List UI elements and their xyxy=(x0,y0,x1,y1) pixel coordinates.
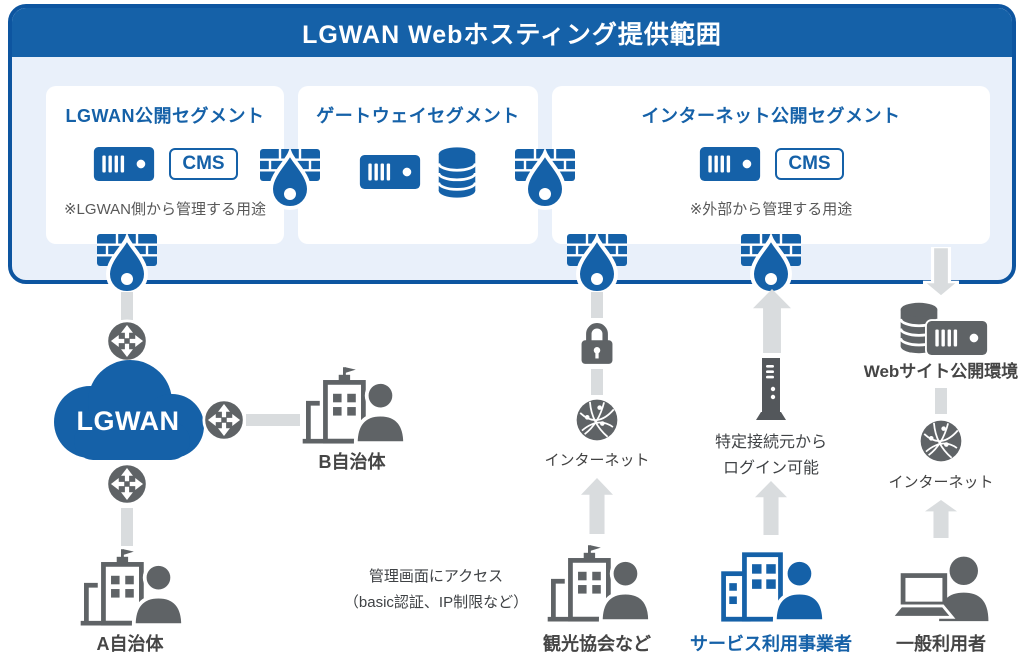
internet-globe-icon xyxy=(574,397,620,443)
connector-line xyxy=(121,508,133,546)
admin-access-line2: （basic認証、IP制限など） xyxy=(343,594,529,611)
arrow-down-icon xyxy=(923,247,959,297)
connector-line xyxy=(121,292,133,320)
panel-title: LGWAN Webホスティング提供範囲 xyxy=(302,20,722,49)
router-icon xyxy=(105,462,149,506)
connector-line xyxy=(246,414,300,426)
segment-icons xyxy=(358,152,479,192)
router-icon xyxy=(202,398,246,442)
firewall-icon xyxy=(741,234,801,296)
segment-icons: CMS xyxy=(92,144,238,184)
arrow-up-icon xyxy=(925,500,957,538)
panel-header: LGWAN Webホスティング提供範囲 xyxy=(12,8,1012,57)
general-user-label: 一般利用者 xyxy=(896,634,986,654)
segment-lgwan-public: LGWAN公開セグメント CMS ※LGWAN側から管理する用途 xyxy=(46,86,284,244)
login-note-line1: 特定接続元から xyxy=(714,434,827,451)
web-env-label: Webサイト公開環境 xyxy=(863,362,1019,381)
arrow-up-icon xyxy=(753,289,791,353)
firewall-icon xyxy=(260,149,320,211)
internet-label: インターネット xyxy=(544,452,650,469)
service-provider-icon xyxy=(716,544,826,628)
tourism-association-label: 観光協会など xyxy=(543,634,651,654)
server-icon xyxy=(358,153,422,191)
segment-note: ※LGWAN側から管理する用途 xyxy=(63,201,267,218)
segment-icons: CMS xyxy=(698,144,844,184)
general-user-icon xyxy=(886,544,996,628)
lock-icon xyxy=(577,320,617,366)
server-icon xyxy=(925,319,989,357)
segment-internet-public: インターネット公開セグメント CMS ※外部から管理する用途 xyxy=(552,86,990,244)
server-icon xyxy=(92,145,156,183)
connector-line xyxy=(591,369,603,395)
municipality-a-icon xyxy=(75,548,185,632)
segment-note: ※外部から管理する用途 xyxy=(689,201,853,218)
lgwan-cloud-label: LGWAN xyxy=(76,406,180,436)
server-icon xyxy=(698,145,762,183)
municipality-b-label: B自治体 xyxy=(318,452,386,472)
segment-title: LGWAN公開セグメント xyxy=(65,106,265,126)
segment-title: ゲートウェイセグメント xyxy=(316,106,520,126)
connector-line xyxy=(935,388,947,414)
firewall-icon xyxy=(567,234,627,296)
arrow-up-icon xyxy=(581,478,613,534)
segment-gateway: ゲートウェイセグメント xyxy=(298,86,538,244)
admin-access-note: 管理画面にアクセス （basic認証、IP制限など） xyxy=(330,564,542,616)
connector-line xyxy=(591,292,603,318)
tower-server-icon xyxy=(749,358,793,422)
firewall-icon xyxy=(515,149,575,211)
internet-globe-icon xyxy=(918,418,964,464)
segment-title: インターネット公開セグメント xyxy=(641,106,901,126)
municipality-b-icon xyxy=(297,366,407,450)
arrow-up-icon xyxy=(755,481,787,535)
database-icon xyxy=(435,146,479,199)
admin-access-line1: 管理画面にアクセス xyxy=(368,568,504,585)
internet-label: インターネット xyxy=(888,474,994,491)
tourism-association-icon xyxy=(542,544,652,628)
municipality-a-label: A自治体 xyxy=(96,634,164,654)
cms-badge: CMS xyxy=(169,147,238,181)
login-note: 特定接続元から ログイン可能 xyxy=(691,430,851,482)
service-provider-label: サービス利用事業者 xyxy=(690,634,852,654)
firewall-icon xyxy=(97,234,157,296)
login-note-line2: ログイン可能 xyxy=(722,460,819,477)
cms-badge: CMS xyxy=(775,147,844,181)
